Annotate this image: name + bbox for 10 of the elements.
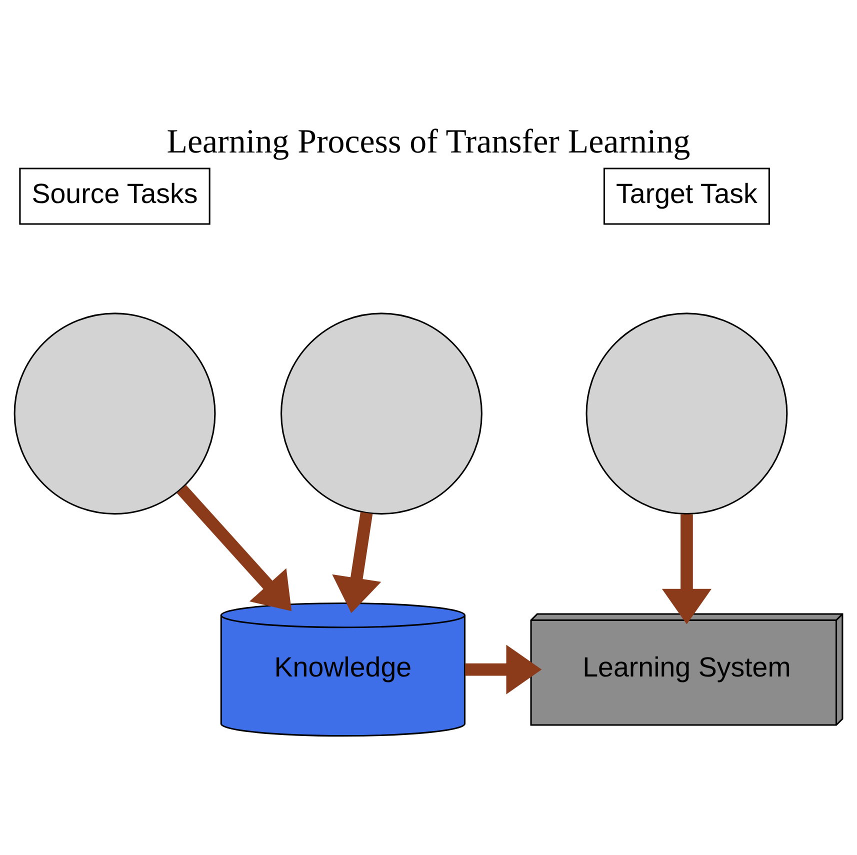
arrow — [176, 484, 292, 612]
arrow — [465, 644, 542, 694]
arrow — [332, 512, 382, 614]
node-circle — [586, 312, 788, 515]
node-circle — [14, 312, 216, 515]
node-box: Target Task — [603, 168, 770, 225]
arrow — [662, 514, 712, 624]
diagram-title: Learning Process of Transfer Learning — [166, 123, 690, 160]
node-circle — [280, 312, 482, 515]
node-box: Source Tasks — [19, 168, 210, 225]
